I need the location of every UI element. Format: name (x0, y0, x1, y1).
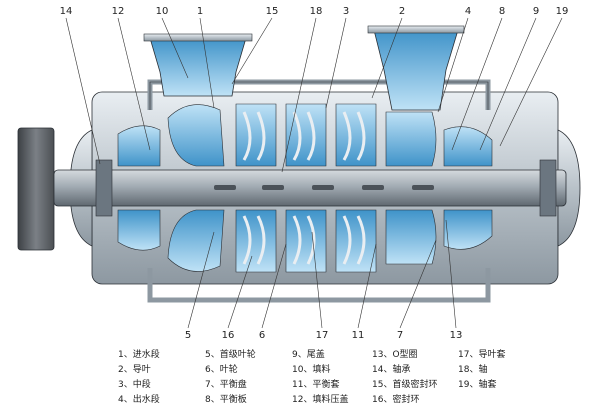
legend-item: 5、首级叶轮 (205, 350, 256, 360)
shaft-keyways (214, 185, 434, 190)
bearing-right (539, 159, 557, 217)
callout-numbers-top: 14 12 10 1 15 18 3 2 4 8 9 19 (60, 6, 569, 17)
legend-item: 3、中段 (118, 380, 151, 390)
legend-item: 4、出水段 (118, 395, 160, 405)
legend-item: 15、首级密封环 (372, 380, 438, 390)
legend-item: 7、平衡盘 (205, 380, 247, 390)
callout-10: 10 (156, 6, 169, 17)
legend-item: 2、导叶 (118, 365, 151, 375)
legend-item: 14、轴承 (372, 365, 411, 375)
legend-item: 9、尾盖 (292, 350, 325, 360)
legend-item: 8、平衡板 (205, 395, 247, 405)
legend-item: 10、填料 (292, 365, 331, 375)
callout-18: 18 (310, 6, 323, 17)
coupling-disc (17, 127, 55, 251)
lower-stages (117, 209, 493, 273)
bearing-housing-right (557, 129, 581, 247)
callout-11: 11 (352, 330, 365, 341)
legend-item: 1、进水段 (118, 350, 160, 360)
callout-9: 9 (533, 6, 539, 17)
legend-item: 11、平衡套 (292, 380, 340, 390)
callout-19: 19 (556, 6, 569, 17)
upper-stages (117, 103, 493, 167)
callout-numbers-bottom: 5 16 6 17 11 7 13 (185, 330, 463, 341)
legend-item: 6、叶轮 (205, 365, 238, 375)
callout-17: 17 (316, 330, 329, 341)
callout-5: 5 (185, 330, 191, 341)
leader-lines (65, 17, 563, 329)
callout-14: 14 (60, 6, 73, 17)
callout-15: 15 (266, 6, 279, 17)
callout-1: 1 (197, 6, 203, 17)
bearing-left (95, 159, 113, 217)
legend-item: 19、轴套 (458, 380, 497, 390)
callout-16: 16 (222, 330, 235, 341)
callout-6: 6 (259, 330, 265, 341)
callout-13: 13 (450, 330, 463, 341)
legend-item: 12、填料压盖 (292, 395, 349, 405)
callout-4: 4 (465, 6, 471, 17)
legend-item: 17、导叶套 (458, 350, 506, 360)
callout-7: 7 (397, 330, 403, 341)
callout-12: 12 (112, 6, 125, 17)
callout-2: 2 (399, 6, 405, 17)
callout-3: 3 (343, 6, 349, 17)
pump-shaft (53, 169, 567, 207)
inlet-section (149, 37, 247, 97)
parts-legend: 1、进水段 5、首级叶轮 9、尾盖 13、O型圈 17、导叶套 2、导叶 6、叶轮 10、填料… (0, 346, 600, 409)
legend-item: 13、O型圈 (372, 350, 418, 360)
legend-item: 18、轴 (458, 365, 488, 375)
callout-8: 8 (499, 6, 505, 17)
legend-item: 16、密封环 (372, 395, 420, 405)
